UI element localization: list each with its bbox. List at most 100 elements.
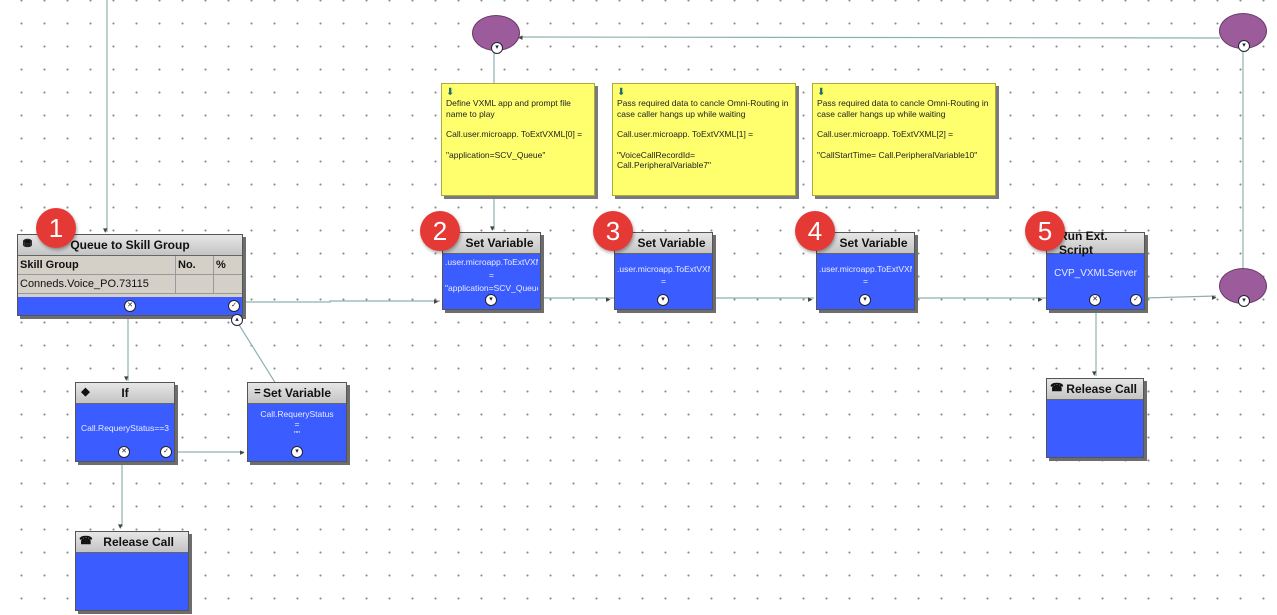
pin-icon: ⬇ [446,87,455,98]
node-title: Set Variable [262,386,332,400]
input-arrow-icon: ▾ [118,521,123,531]
output-port-icon[interactable]: ▾ [291,446,303,458]
output-port-icon[interactable]: ▾ [485,294,497,306]
set-variable-node-2[interactable]: Set Variable .user.microapp.ToExtVXM = "… [442,232,541,310]
pin-icon: ⬇ [617,87,626,98]
note-text: Define VXML app and prompt file name to … [446,98,571,119]
comment-note-2[interactable]: ⬇ Pass required data to cancle Omni-Rout… [612,83,796,196]
variable-text: Call.RequeryStatus [260,409,334,419]
condition-text: Call.RequeryStatus==3 [81,423,169,433]
table-header-row: Skill Group No. % [18,256,242,275]
step-badge-5: 5 [1025,211,1065,251]
variable-text: = [489,270,494,280]
note-text: "VoiceCallRecordId= Call.PeripheralVaria… [617,149,712,171]
success-port-icon[interactable]: ✓ [228,300,240,312]
node-header[interactable]: ◆ If [76,383,174,404]
note-text: Call.user.microapp. ToExtVXML[1] = [617,129,754,139]
step-badge-2: 2 [420,211,460,251]
input-arrow-icon: ▸ [808,294,813,304]
node-title: Release Call [103,535,174,549]
variable-text: .user.microapp.ToExtVXM [617,264,710,274]
output-port-icon[interactable]: ▾ [657,294,669,306]
node-title: Run Ext. Script [1059,229,1108,257]
step-badge-1: 1 [36,208,76,248]
true-port-icon[interactable]: ✓ [160,446,172,458]
variable-text: = [294,419,300,429]
skill-group-table[interactable]: Skill Group No. % Conneds.Voice_PO.73115 [18,256,242,297]
input-arrow-icon: ▸ [606,294,611,304]
queue-to-skill-group-node[interactable]: ⛃ Queue to Skill Group Skill Group No. %… [17,234,243,316]
node-title: Set Variable [637,236,706,250]
input-arrow-icon: ▾ [490,223,495,233]
table-row[interactable]: Conneds.Voice_PO.73115 [18,275,242,294]
diamond-icon: ◆ [81,386,90,398]
run-ext-script-node[interactable]: Run Ext. Script CVP_VXMLServer ✕ ✓ [1046,229,1145,310]
connector-node-top-right[interactable]: ▾ [1219,13,1267,52]
output-port-icon[interactable]: ▾ [859,294,871,306]
connector-port-icon[interactable]: ▾ [1238,295,1250,307]
comment-note-3[interactable]: ⬇ Pass required data to cancle Omni-Rout… [812,83,996,196]
skill-group-cell: Conneds.Voice_PO.73115 [18,275,176,293]
node-header[interactable]: Set Variable [443,233,540,254]
connector-port-icon[interactable]: ▾ [1238,40,1250,52]
arrow-left-icon: ◂ [518,32,523,42]
release-call-icon: ☎ [1050,382,1064,394]
node-header[interactable]: ☎ Release Call [76,532,188,553]
failure-port-icon[interactable]: ✕ [1089,294,1101,306]
variable-text: = [661,276,666,286]
equals-icon: = [254,386,261,398]
node-title: Set Variable [839,236,908,250]
variable-text: "application=SCV_Queue" [445,283,538,293]
connector-node-top-left[interactable]: ▾ [472,15,520,54]
percent-cell [214,275,240,293]
node-title: Release Call [1066,382,1137,396]
release-call-icon: ☎ [79,535,93,547]
variable-text: = [863,276,868,286]
input-arrow-icon: ▾ [124,373,129,383]
queue-icon: ⛃ [22,238,33,250]
failure-port-icon[interactable]: ✕ [124,300,136,312]
pin-icon: ⬇ [817,87,826,98]
note-text: Pass required data to cancle Omni-Routin… [617,98,789,119]
input-arrow-icon: ▾ [1092,368,1097,378]
set-variable-node-4[interactable]: Set Variable .user.microapp.ToExtVXM = ▾ [816,232,915,310]
input-port-icon[interactable]: ▴ [231,314,243,326]
variable-text: .user.microapp.ToExtVXM [819,264,912,274]
node-header[interactable]: Run Ext. Script [1047,229,1144,257]
node-header[interactable]: ⛃ Queue to Skill Group [18,235,242,256]
comment-note-1[interactable]: ⬇ Define VXML app and prompt file name t… [441,83,595,196]
set-variable-node-3[interactable]: Set Variable .user.microapp.ToExtVXM = ▾ [614,232,713,310]
variable-text: .user.microapp.ToExtVXM [445,257,538,267]
connector-port-icon[interactable]: ▾ [491,42,503,54]
step-badge-3: 3 [593,211,633,251]
column-header-number: No. [176,256,214,274]
false-port-icon[interactable]: ✕ [118,446,130,458]
node-header[interactable]: = Set Variable [248,383,346,404]
node-title: If [121,386,129,400]
release-call-node-left[interactable]: ☎ Release Call [75,531,189,611]
if-node[interactable]: ◆ If Call.RequeryStatus==3 ✕ ✓ [75,382,175,462]
note-text: Call.user.microapp. ToExtVXML[0] = [446,129,583,139]
number-cell [176,275,214,293]
connector-node-right[interactable]: ▾ [1219,268,1267,307]
column-header-percent: % [216,259,226,271]
input-arrow-icon: ▸ [1038,294,1043,304]
variable-text: "" [293,429,301,439]
note-text: "application=SCV_Queue" [446,149,546,160]
note-text: "CallStartTime= Call.PeripheralVariable1… [817,149,978,160]
success-port-icon[interactable]: ✓ [1130,294,1142,306]
node-header[interactable]: Set Variable [817,233,914,254]
script-name-text: CVP_VXMLServer [1054,269,1137,279]
note-text: Call.user.microapp. ToExtVXML[2] = [817,129,954,139]
release-call-node-right[interactable]: ☎ Release Call [1046,378,1144,458]
node-header[interactable]: Set Variable [615,233,712,254]
step-badge-4: 4 [795,211,835,251]
arrow-right-icon: ▸ [1212,292,1217,302]
node-title: Set Variable [465,236,534,250]
node-header[interactable]: ☎ Release Call [1047,379,1143,400]
node-footer: ✕ ✓ [18,297,242,315]
set-variable-requery-node[interactable]: = Set Variable Call.RequeryStatus = "" ▾ [247,382,347,462]
node-title: Queue to Skill Group [70,238,190,252]
input-arrow-icon: ▸ [434,296,439,306]
input-arrow-icon: ▸ [240,447,245,457]
